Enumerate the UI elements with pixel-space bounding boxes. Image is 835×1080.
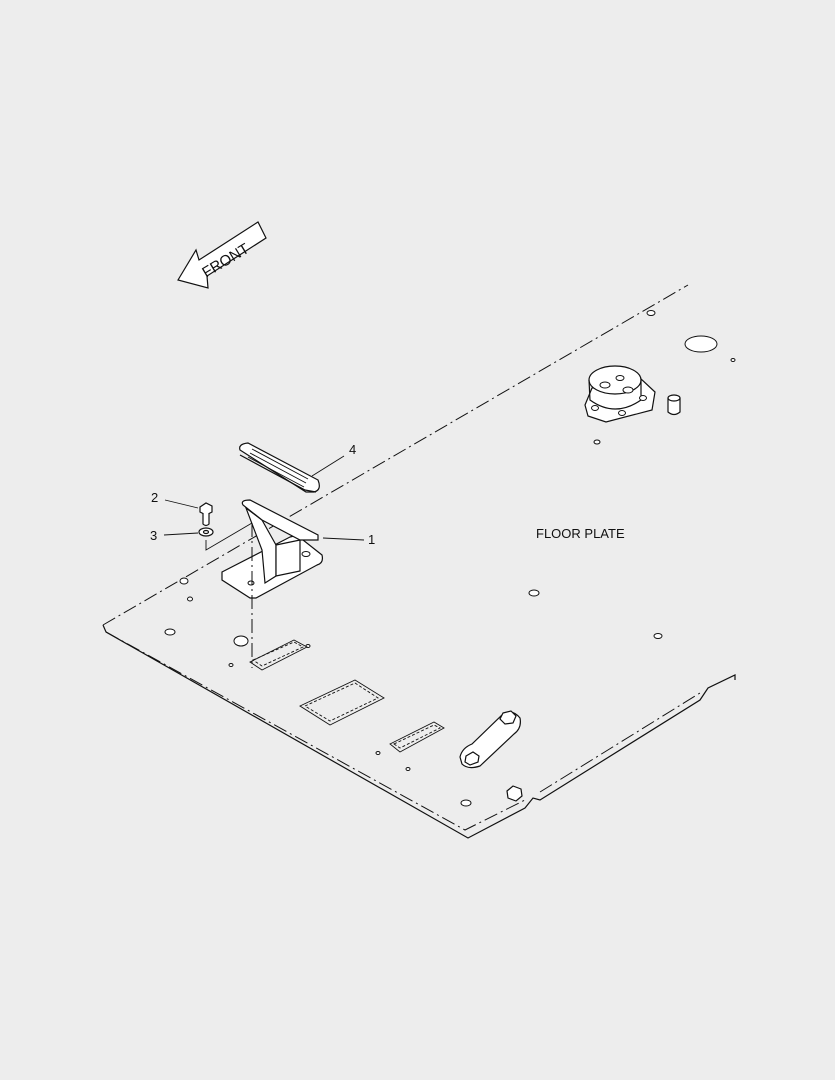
floor-plate	[102, 284, 736, 839]
bolt	[199, 502, 213, 527]
pedal-pad	[239, 442, 320, 493]
floor-socket	[584, 365, 656, 423]
floor-pin	[667, 394, 681, 416]
floor-plate-label: FLOOR PLATE	[536, 526, 625, 541]
pedal-bracket	[221, 499, 324, 599]
callout-3-label: 3	[150, 528, 157, 543]
washer	[198, 527, 214, 537]
callout-2-label: 2	[151, 490, 158, 505]
front-arrow-icon: FRONT	[177, 221, 267, 289]
callout-1-label: 1	[368, 532, 375, 547]
callout-4-label: 4	[349, 442, 356, 457]
